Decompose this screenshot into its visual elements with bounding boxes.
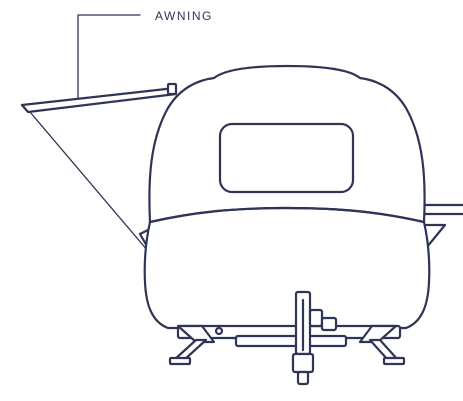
awning-callout: AWNING bbox=[77, 9, 213, 99]
awning-mount bbox=[166, 82, 178, 96]
chassis bbox=[176, 324, 402, 348]
awning-label: AWNING bbox=[155, 9, 213, 23]
chassis-bolt bbox=[214, 326, 224, 336]
trailer-lower-body bbox=[143, 206, 431, 330]
awning-rail bbox=[20, 86, 178, 114]
body-seam bbox=[148, 206, 426, 224]
awning-leader-line bbox=[77, 14, 141, 99]
left-stabilizer-jack bbox=[168, 324, 216, 366]
awning-bar bbox=[20, 82, 178, 114]
hitch-post bbox=[291, 290, 338, 386]
rear-window bbox=[218, 122, 355, 194]
right-stabilizer-jack bbox=[358, 324, 406, 366]
